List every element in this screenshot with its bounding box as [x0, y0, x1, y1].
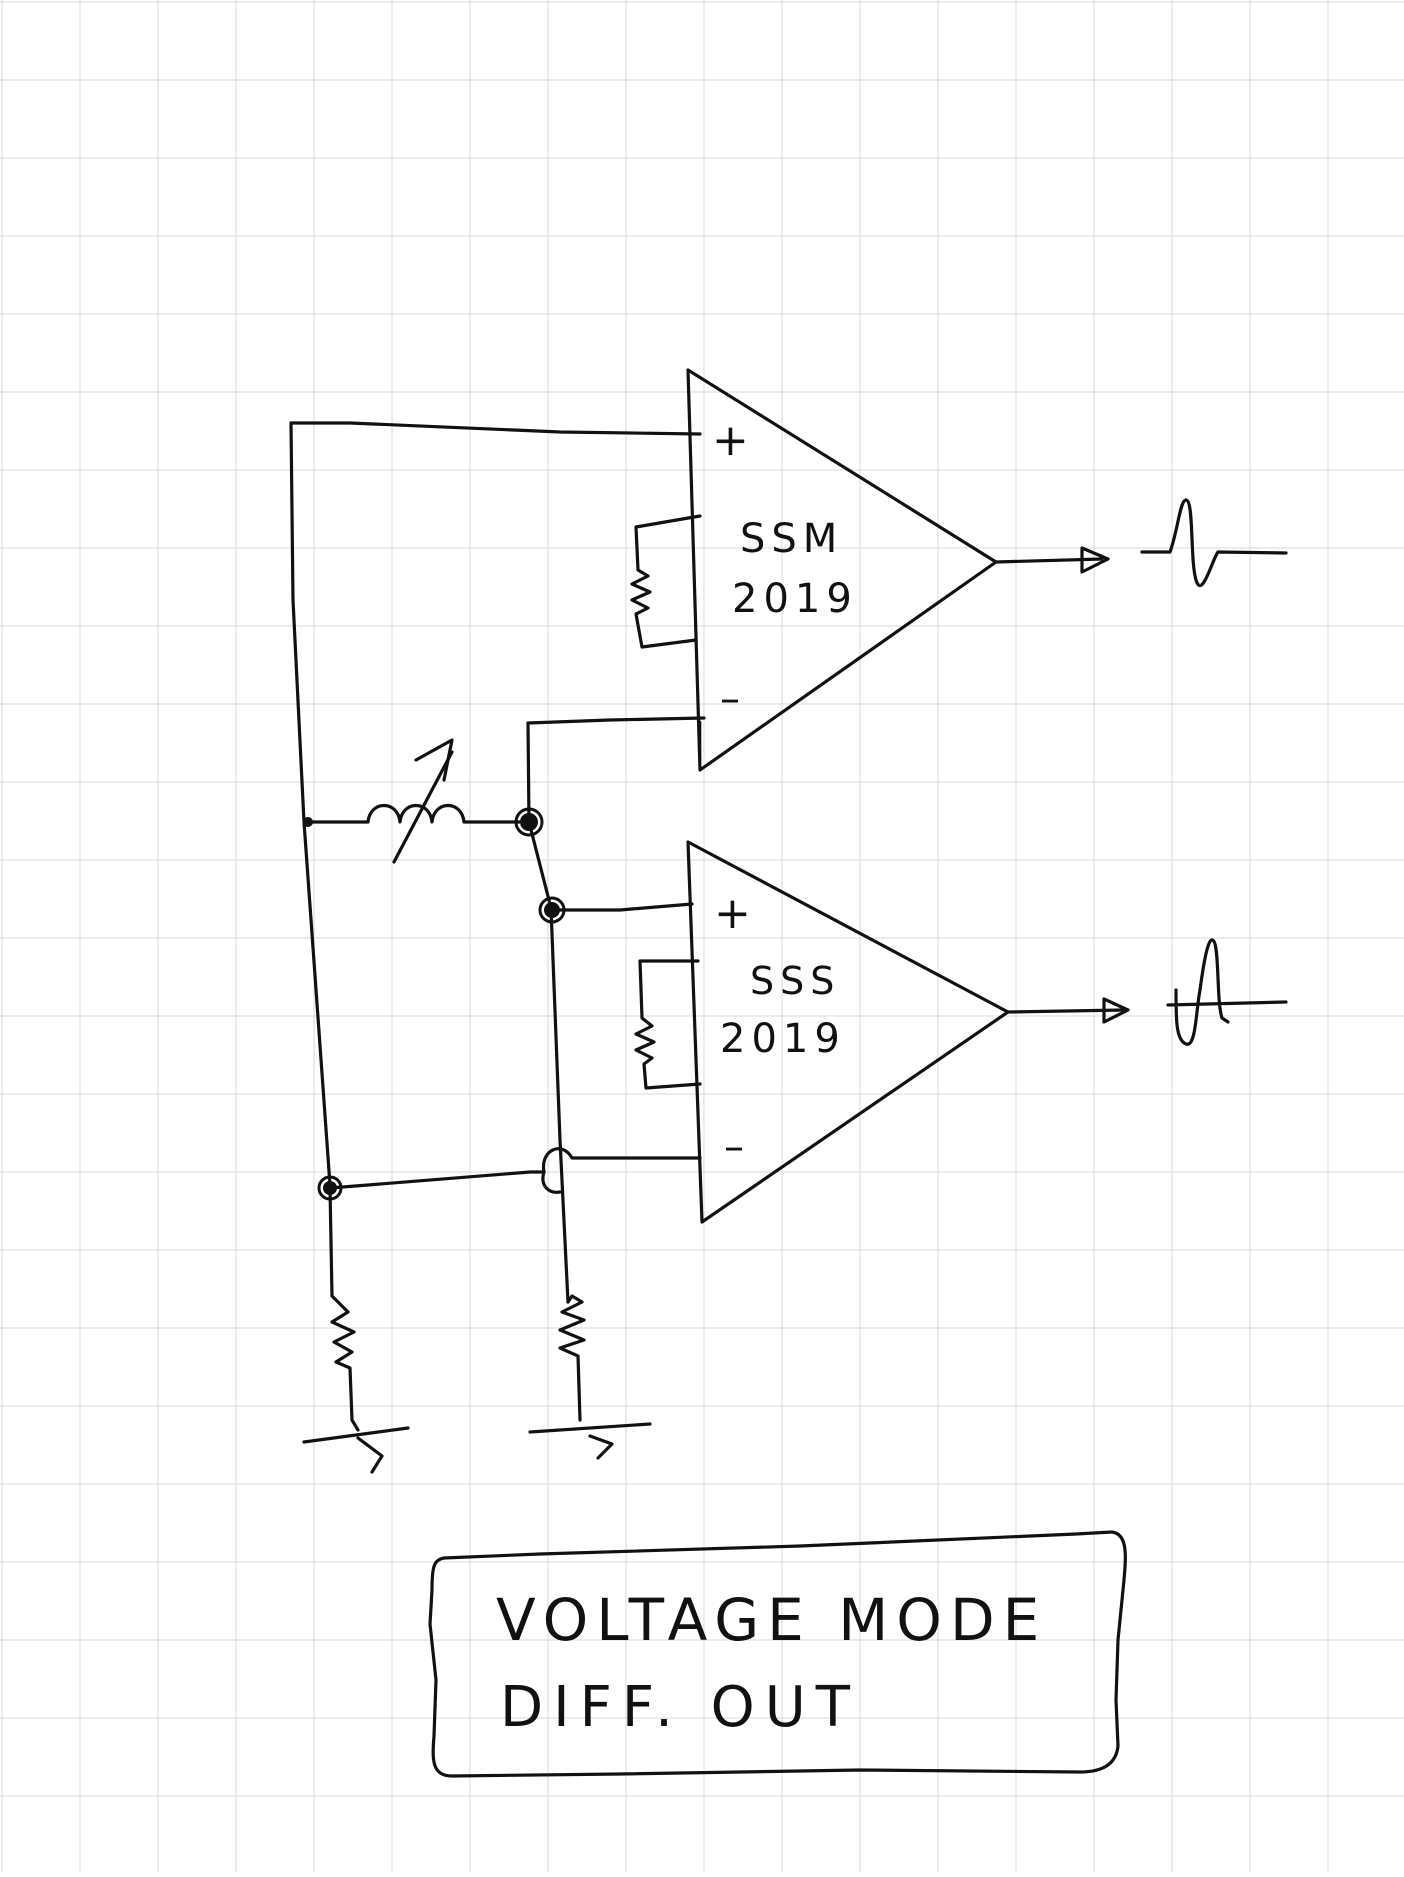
- top-output-waveform: [1140, 498, 1288, 588]
- bottom-amp-part: 2019: [720, 1016, 846, 1062]
- top-amp-name: SSM: [740, 516, 843, 562]
- bottom-op-amp: + – SSS 2019: [634, 840, 1288, 1224]
- caption-box: VOLTAGE MODE DIFF. OUT: [428, 1530, 1127, 1778]
- bottom-gain-resistor: [634, 959, 702, 1090]
- top-amp-part: 2019: [732, 576, 858, 622]
- top-minus-label: –: [720, 676, 740, 722]
- right-resistor-ground: [528, 1294, 652, 1460]
- bottom-plus-wire: [538, 896, 694, 924]
- bottom-output-wire: [1006, 1008, 1126, 1014]
- caption-line2: DIFF. OUT: [500, 1675, 860, 1740]
- top-output-wire: [994, 557, 1104, 564]
- top-output-arrow: [1080, 546, 1110, 574]
- bottom-output-arrow: [1102, 997, 1130, 1024]
- bottom-minus-label: –: [724, 1124, 744, 1170]
- left-resistor-ground: [302, 1186, 410, 1474]
- top-gain-resistor: [630, 514, 702, 649]
- left-node: [303, 817, 313, 827]
- top-op-amp: + – SSM 2019: [630, 368, 1288, 772]
- top-plus-label: +: [712, 415, 749, 466]
- caption-line1: VOLTAGE MODE: [496, 1586, 1047, 1654]
- minus-feedback-wire: [526, 716, 706, 824]
- bottom-minus-wire: [317, 1147, 702, 1201]
- left-rail-wire: [289, 421, 702, 1187]
- bottom-amp-name: SSS: [750, 959, 840, 1003]
- bottom-plus-label: +: [714, 888, 751, 939]
- bottom-output-waveform: [1166, 938, 1288, 1046]
- center-rail-wire: [527, 820, 570, 1304]
- variable-inductor: [303, 738, 544, 864]
